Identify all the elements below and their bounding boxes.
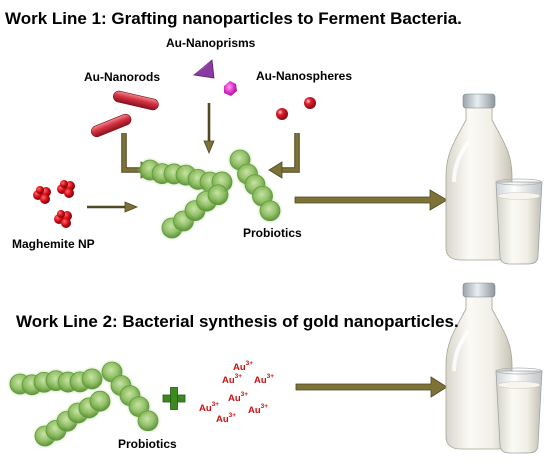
milk-glass [495, 178, 543, 265]
probiotic-bacteria-cluster-2 [6, 358, 162, 450]
maghemite-np-label: Maghemite NP [12, 237, 95, 251]
au3-ion: Au3+ [248, 403, 269, 416]
arrow-nanoprisms-to-bacteria [203, 103, 215, 155]
milk-bottle-and-glass-2 [445, 282, 543, 454]
bacterium [31, 387, 114, 450]
au3-ion: Au3+ [216, 412, 237, 425]
line1-title: Work Line 1: Grafting nanoparticles to F… [5, 9, 462, 28]
milk-bottle-and-glass-1 [445, 93, 543, 265]
bacterium [226, 146, 284, 225]
maghemite-nps [33, 180, 75, 228]
au-nanoprisms-label: Au-Nanoprisms [166, 36, 256, 50]
au-nanoprism [193, 59, 215, 79]
milk-glass [495, 367, 543, 454]
plus-icon [162, 387, 186, 410]
milk-bottle [445, 282, 513, 450]
arrow-maghemite-to-bacteria [87, 201, 139, 213]
au3-ion: Au3+ [254, 373, 275, 386]
milk-bottle [445, 93, 513, 261]
arrow-ions-to-milk-2 [295, 376, 448, 398]
au3-ion: Au3+ [228, 391, 249, 404]
au3-ion: Au3+ [233, 360, 254, 373]
au-nanosphere-pink [224, 81, 237, 96]
au-nanorods-label: Au-Nanorods [84, 70, 160, 84]
au-nanospheres-label: Au-Nanospheres [256, 69, 353, 83]
au3-ion: Au3+ [222, 373, 243, 386]
arrow-bacteria-to-milk-1 [294, 189, 448, 211]
au-nanospheres [276, 97, 316, 120]
line2-title: Work Line 2: Bacterial synthesis of gold… [16, 312, 459, 331]
au-nanorods [91, 90, 159, 138]
probiotics-label-1: Probiotics [243, 226, 302, 240]
au3-ion: Au3+ [199, 401, 220, 414]
probiotics-label-2: Probiotics [118, 437, 177, 451]
arrow-nanospheres-to-bacteria [268, 133, 300, 179]
